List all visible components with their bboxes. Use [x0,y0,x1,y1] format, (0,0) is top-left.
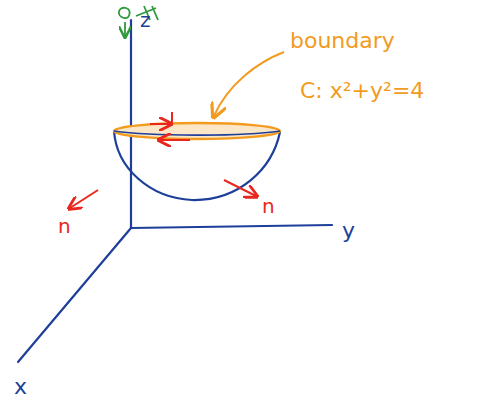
orientation-arrow [124,22,126,36]
bowl-rim [114,131,280,135]
leader-line [214,52,284,116]
normal-label: n [58,216,71,236]
boundary-arrows [150,112,190,140]
z-axis [130,20,132,228]
normal-label: n [262,196,275,216]
axis-label: x [14,376,27,398]
boundary-arrow [160,139,190,141]
orientation-circle [119,8,130,18]
axes [18,20,332,362]
normal-vectors [70,180,256,208]
x-axis [18,228,131,362]
boundary-tick [171,112,173,122]
axis-label: y [342,220,355,242]
normal-arrow [224,180,256,196]
curve-equation: C: x²+y²=4 [300,80,424,102]
boundary-curve [114,123,280,139]
bowl-surface [114,130,280,200]
orientation-marks [119,6,158,36]
axis-label: z [140,10,151,30]
callout-label: boundary [290,30,395,52]
boundary-arrow [150,123,170,125]
y-axis [131,225,332,228]
normal-arrow [70,190,98,208]
